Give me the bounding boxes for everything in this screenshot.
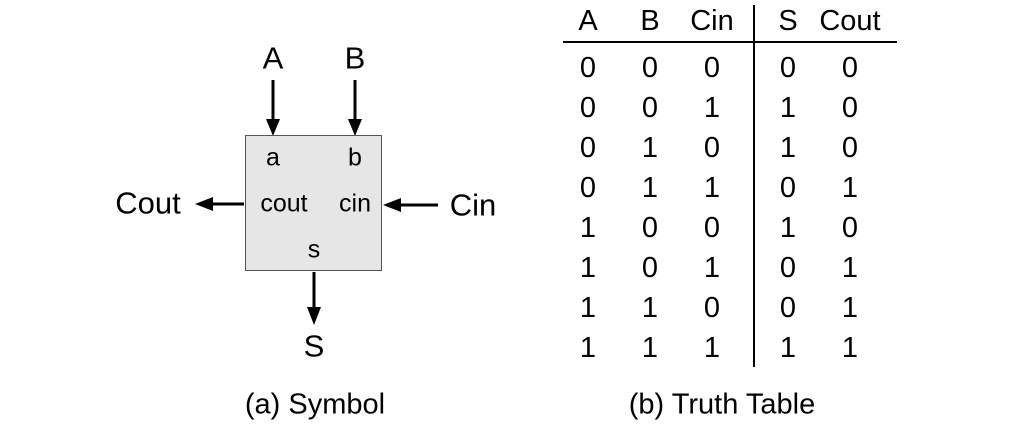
pin-label-cout: cout: [260, 189, 308, 218]
table-row: 1 0 0 1 0: [557, 208, 897, 248]
signal-label-s: S: [303, 328, 325, 364]
cell-a: 0: [579, 171, 597, 204]
input-a-arrow: [266, 80, 280, 136]
cell-b: 0: [641, 51, 659, 84]
output-cout-arrow: [195, 197, 244, 211]
pin-label-s: s: [307, 235, 321, 264]
cell-cin: 1: [703, 251, 721, 284]
input-cin-arrow: [383, 198, 438, 212]
cell-cin: 0: [703, 131, 721, 164]
cell-s: 1: [779, 331, 797, 364]
cell-b: 1: [641, 171, 659, 204]
cell-b: 0: [641, 251, 659, 284]
pin-label-a: a: [266, 143, 280, 172]
cell-cout: 0: [841, 91, 859, 124]
cell-s: 1: [779, 211, 797, 244]
pin-label-b: b: [348, 143, 362, 172]
cell-cout: 1: [841, 171, 859, 204]
table-row: 0 1 1 0 1: [557, 168, 897, 208]
truth-table: A B Cin S Cout 0 0 0 0 0 0 0 1 1: [557, 0, 897, 368]
cell-a: 0: [579, 131, 597, 164]
cell-a: 1: [579, 291, 597, 324]
cell-b: 0: [641, 211, 659, 244]
cell-b: 1: [641, 331, 659, 364]
cell-cin: 0: [703, 211, 721, 244]
cell-a: 0: [579, 51, 597, 84]
cell-a: 0: [579, 91, 597, 124]
table-divider-line: [753, 5, 755, 367]
header-underline: [563, 41, 897, 43]
cell-a: 1: [579, 331, 597, 364]
cell-b: 1: [641, 131, 659, 164]
truth-table-caption: (b) Truth Table: [628, 388, 816, 421]
signal-label-cout: Cout: [115, 185, 181, 221]
cell-b: 0: [641, 91, 659, 124]
column-header-a: A: [578, 4, 598, 37]
column-header-cin: Cin: [690, 4, 734, 37]
output-s-arrow: [307, 272, 321, 325]
cell-cout: 1: [841, 291, 859, 324]
cell-cout: 1: [841, 251, 859, 284]
signal-label-a: A: [262, 40, 284, 76]
cell-s: 0: [779, 251, 797, 284]
cell-cout: 0: [841, 131, 859, 164]
cell-cin: 1: [703, 331, 721, 364]
cell-b: 1: [641, 291, 659, 324]
column-header-s: S: [778, 4, 798, 37]
cell-a: 1: [579, 251, 597, 284]
cell-cout: 0: [841, 51, 859, 84]
input-b-arrow: [348, 80, 362, 136]
cell-cout: 0: [841, 211, 859, 244]
table-row: 0 0 0 0 0: [557, 48, 897, 88]
cell-s: 0: [779, 171, 797, 204]
signal-label-cin: Cin: [449, 187, 497, 223]
cell-cout: 1: [841, 331, 859, 364]
table-row: 1 0 1 0 1: [557, 248, 897, 288]
column-header-cout: Cout: [819, 4, 881, 37]
pin-label-cin: cin: [339, 189, 371, 218]
table-row: 1 1 1 1 1: [557, 328, 897, 368]
cell-a: 1: [579, 211, 597, 244]
cell-s: 0: [779, 291, 797, 324]
column-header-b: B: [640, 4, 660, 37]
cell-cin: 1: [703, 171, 721, 204]
cell-s: 1: [779, 91, 797, 124]
cell-s: 0: [779, 51, 797, 84]
cell-cin: 1: [703, 91, 721, 124]
signal-label-b: B: [344, 40, 366, 76]
symbol-caption: (a) Symbol: [244, 388, 386, 421]
cell-cin: 0: [703, 291, 721, 324]
cell-cin: 0: [703, 51, 721, 84]
truth-table-header-row: A B Cin S Cout: [557, 0, 897, 42]
table-row: 1 1 0 0 1: [557, 288, 897, 328]
full-adder-box: [245, 135, 382, 271]
table-row: 0 0 1 1 0: [557, 88, 897, 128]
table-row: 0 1 0 1 0: [557, 128, 897, 168]
cell-s: 1: [779, 131, 797, 164]
truth-table-body: 0 0 0 0 0 0 0 1 1 0 0 1 0 1 0: [557, 42, 897, 368]
